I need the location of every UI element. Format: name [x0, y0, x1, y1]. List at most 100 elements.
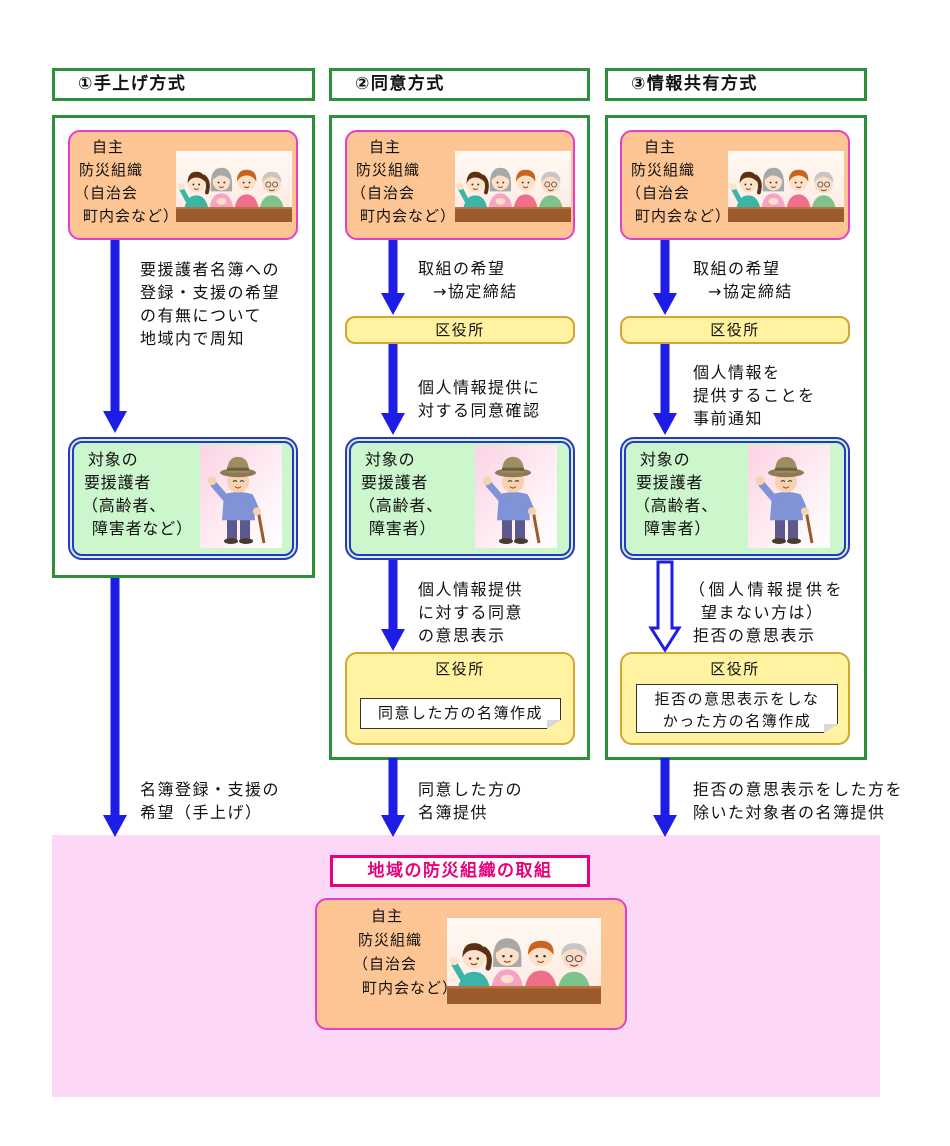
notice-text: 要援護者名簿への 登録・支援の希望 の有無について 地域内で周知 — [140, 258, 280, 350]
org-label: 自主 防災組織 （自治会 町内会など） — [351, 136, 456, 228]
confirm-line: 対する同意確認 — [418, 401, 541, 420]
down-arrow-icon — [653, 758, 677, 837]
response-text: 個人情報提供 に対する同意 の意思表示 — [418, 578, 523, 647]
request-line: 取組の希望 — [418, 259, 506, 278]
ward-office-bar: 区役所 — [620, 316, 850, 344]
notice-line: 登録・支援の希望 — [140, 283, 281, 302]
method-header-3: ③情報共有方式 — [605, 68, 867, 101]
org-line: 町内会など） — [635, 207, 732, 225]
target-line: （高齢者、 — [359, 496, 444, 515]
org-box: 自主 防災組織 （自治会 町内会など） — [345, 130, 575, 240]
org-line: 自主 — [371, 907, 404, 925]
ward-office-label: 区役所 — [435, 321, 485, 339]
people-group-illustration — [176, 151, 292, 222]
method-frame-1 — [52, 115, 315, 578]
people-group-illustration — [455, 151, 571, 222]
org-line: 自主 — [92, 138, 125, 156]
elderly-person-illustration — [200, 445, 282, 548]
method-title: ①手上げ方式 — [78, 74, 187, 94]
people-group-illustration — [447, 918, 601, 1004]
elderly-person-illustration — [748, 445, 830, 548]
ward-office-label: 区役所 — [710, 321, 760, 339]
request-line: →協定締結 — [433, 282, 518, 301]
community-activity-title: 地域の防災組織の取組 — [330, 855, 590, 887]
org-line: 防災組織 — [356, 161, 421, 179]
request-line: 取組の希望 — [693, 259, 781, 278]
community-activity-title-text: 地域の防災組織の取組 — [367, 861, 553, 881]
ward-office-box: 区役所 同意した方の名簿作成 — [345, 652, 575, 745]
target-person-box: 対象の 要援護者 （高齢者、 障害者） — [620, 437, 850, 560]
result-line: 名簿登録・支援の — [140, 780, 281, 799]
result-line: 希望（手上げ） — [140, 803, 263, 822]
target-line: 対象の — [365, 450, 416, 469]
notice-line: の有無について — [140, 306, 263, 325]
target-line: 障害者） — [644, 519, 712, 538]
target-label: 対象の 要援護者 （高齢者、 障害者） — [359, 448, 443, 540]
target-label: 対象の 要援護者 （高齢者、 障害者など） — [82, 448, 193, 540]
org-line: （自治会 — [351, 184, 416, 202]
target-line: 対象の — [88, 450, 139, 469]
org-label: 自主 防災組織 （自治会 町内会など） — [353, 904, 458, 1000]
org-line: （自治会 — [353, 955, 418, 973]
target-line: （高齢者、 — [82, 496, 167, 515]
method-frame-3 — [605, 115, 867, 760]
request-text: 取組の希望 →協定締結 — [693, 257, 793, 303]
org-label: 自主 防災組織 （自治会 町内会など） — [74, 136, 179, 228]
confirm-line: 事前通知 — [693, 409, 764, 428]
result-line: 名簿提供 — [418, 803, 489, 822]
org-box: 自主 防災組織 （自治会 町内会など） — [315, 898, 627, 1030]
note-line: 拒否の意思表示をしな — [654, 690, 820, 708]
method-header-1: ①手上げ方式 — [52, 68, 315, 101]
notice-line: 地域内で周知 — [140, 329, 246, 348]
confirm-text: 個人情報提供に 対する同意確認 — [418, 376, 541, 422]
result-line: 除いた対象者の名簿提供 — [693, 803, 886, 822]
confirm-line: 個人情報提供に — [418, 378, 541, 397]
result-text: 名簿登録・支援の 希望（手上げ） — [140, 778, 280, 824]
result-line: 拒否の意思表示をした方を — [693, 780, 904, 799]
org-line: 防災組織 — [631, 161, 696, 179]
org-line: 自主 — [644, 138, 677, 156]
note-line: かった方の名簿作成 — [662, 712, 812, 730]
method-title: ③情報共有方式 — [631, 74, 758, 94]
org-line: 防災組織 — [79, 161, 144, 179]
response-line: 望まない方は） — [701, 603, 824, 622]
target-line: 要援護者 — [361, 473, 429, 492]
list-creation-note: 同意した方の名簿作成 — [360, 698, 561, 729]
target-line: 対象の — [640, 450, 691, 469]
target-line: 障害者など） — [92, 519, 193, 538]
confirm-line: 個人情報を — [693, 363, 781, 382]
target-person-box: 対象の 要援護者 （高齢者、 障害者） — [345, 437, 575, 560]
ward-office-label: 区役所 — [435, 660, 485, 678]
down-arrow-icon — [381, 758, 405, 837]
elderly-person-illustration — [475, 445, 557, 548]
ward-office-label: 区役所 — [710, 660, 760, 678]
method-title: ②同意方式 — [355, 74, 445, 94]
target-line: 障害者） — [369, 519, 437, 538]
notice-line: 要援護者名簿への — [140, 260, 281, 279]
result-text: 同意した方の 名簿提供 — [418, 778, 523, 824]
request-line: →協定締結 — [708, 282, 793, 301]
ward-office-bar: 区役所 — [345, 316, 575, 344]
response-line: 個人情報提供 — [418, 580, 524, 599]
note-line: 同意した方の名簿作成 — [377, 704, 543, 722]
method-header-2: ②同意方式 — [329, 68, 590, 101]
org-box: 自主 防災組織 （自治会 町内会など） — [620, 130, 850, 240]
target-line: 要援護者 — [84, 473, 152, 492]
result-text: 拒否の意思表示をした方を 除いた対象者の名簿提供 — [693, 778, 903, 824]
response-line: の意思表示 — [418, 626, 506, 645]
people-group-illustration — [728, 151, 844, 222]
target-line: 要援護者 — [636, 473, 704, 492]
org-line: 自主 — [369, 138, 402, 156]
response-line: （個人情報提供を — [689, 580, 846, 599]
response-text: （個人情報提供を 望まない方は） 拒否の意思表示 — [689, 578, 845, 647]
ward-office-box: 区役所 拒否の意思表示をしな かった方の名簿作成 — [620, 652, 850, 745]
confirm-line: 提供することを — [693, 386, 816, 405]
request-text: 取組の希望 →協定締結 — [418, 257, 518, 303]
list-creation-note: 拒否の意思表示をしな かった方の名簿作成 — [636, 684, 838, 733]
org-line: 防災組織 — [358, 931, 423, 949]
response-line: に対する同意 — [418, 603, 524, 622]
target-label: 対象の 要援護者 （高齢者、 障害者） — [634, 448, 718, 540]
down-arrow-icon — [103, 578, 127, 837]
org-line: 町内会など） — [360, 207, 457, 225]
org-line: 町内会など） — [362, 979, 459, 997]
